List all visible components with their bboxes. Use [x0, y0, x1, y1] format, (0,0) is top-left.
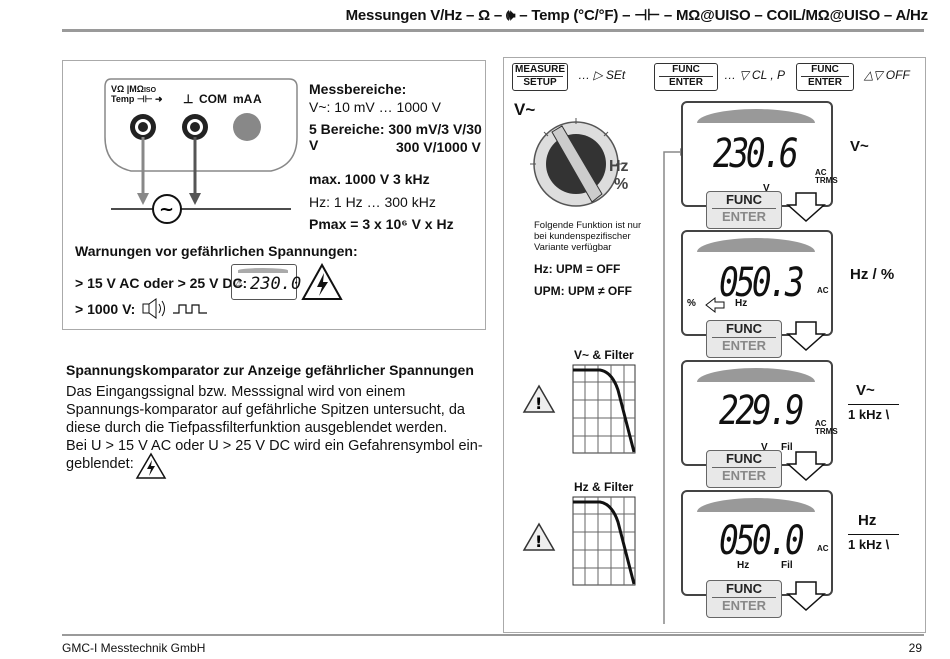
- footer-page-number: 29: [908, 641, 922, 655]
- off-hint: △▽ OFF: [864, 68, 910, 82]
- warning-icon-2: !: [522, 522, 556, 551]
- hz-upm-line: Hz: UPM = OFF: [534, 262, 621, 276]
- page-header-title: Messungen V/Hz – Ω – 🕪 – Temp (°C/°F) – …: [345, 7, 929, 24]
- svg-text:!: !: [535, 394, 542, 413]
- footer-rule: [62, 634, 924, 636]
- down-arrow-2: [786, 321, 826, 352]
- ranges-title: Messbereiche:: [309, 81, 407, 97]
- jack-label-a: A: [253, 92, 262, 106]
- ranges-voltage: V~: 10 mV … 1000 V: [309, 99, 441, 115]
- dial-label-pct: %: [614, 176, 629, 193]
- setup-hint: … ▷ SEt: [578, 68, 626, 82]
- danger-voltage-icon-inline: [135, 452, 167, 479]
- warning-1000v: > 1000 V:: [75, 301, 136, 317]
- max-rating: max. 1000 V 3 kHz: [309, 171, 430, 187]
- jack-label-ma: mA: [233, 92, 253, 106]
- filter-v-graph: [572, 364, 636, 454]
- lcd-display-hz-filter: 050.0 Hz Fil AC: [681, 490, 833, 596]
- lcd-value-4: 050.0: [719, 518, 805, 564]
- warning-lcd-box: ⚠ 230.0: [231, 264, 301, 300]
- down-arrow-3: [786, 451, 826, 482]
- lcd-display-hz: 050.3 % Hz AC: [681, 230, 833, 336]
- ranges-five-a: 5 Bereiche: 300 mV/3 V/30 V: [309, 121, 482, 153]
- jack-label-com: COM: [199, 92, 227, 106]
- filter-hz-title: Hz & Filter: [574, 480, 634, 494]
- side-label-1khz-2: 1 kHz \: [848, 534, 900, 552]
- warnings-title: Warnungen vor gefährlichen Spannungen:: [75, 243, 358, 259]
- hz-range: Hz: 1 Hz … 300 kHz: [309, 194, 436, 210]
- jack-label-volt: VΩ |MΩISO Temp ⊣⊢ ➜: [111, 84, 163, 104]
- clp-hint: … ▽ CL , P: [724, 68, 786, 82]
- side-label-hz-pct: Hz / %: [850, 266, 895, 283]
- section-paragraph-2: Bei U > 15 V AC oder U > 25 V DC wird ei…: [66, 438, 483, 472]
- lcd-value-2: 050.3: [719, 260, 805, 306]
- side-label-v: V~: [850, 138, 869, 155]
- section-paragraph-1: Das Eingangssignal bzw. Messsignal wird …: [66, 384, 465, 436]
- side-label-1khz-1: 1 kHz \: [848, 404, 900, 422]
- lcd-value-1: 230.6: [713, 131, 799, 177]
- ranges-five-b: 300 V/1000 V: [396, 139, 481, 155]
- lcd-value-3: 229.9: [719, 388, 805, 434]
- rotary-switch-icon[interactable]: [518, 106, 628, 216]
- header-rule: [62, 29, 924, 32]
- left-arrow-icon: [705, 296, 725, 314]
- svg-text:!: !: [535, 532, 542, 551]
- danger-mini-icon: ⚠: [235, 278, 244, 288]
- down-arrow-4: [786, 581, 826, 612]
- footer-company: GMC-I Messtechnik GmbH: [62, 641, 206, 655]
- warning-icon-1: !: [522, 384, 556, 413]
- dial-label-hz: Hz: [609, 158, 629, 175]
- svg-text:~: ~: [159, 199, 174, 220]
- jack-label-ground: ⊥: [183, 92, 194, 106]
- danger-voltage-icon: [301, 263, 343, 300]
- pmax: Pmax = 3 x 10⁶ V x Hz: [309, 216, 454, 232]
- side-label-v-2: V~: [856, 382, 875, 399]
- beeper-icon: [142, 298, 207, 319]
- filter-hz-graph: [572, 496, 636, 586]
- warning-ac-dc: > 15 V AC oder > 25 V DC:: [75, 275, 248, 291]
- jack-diagram: ~: [104, 78, 298, 224]
- side-label-hz-2: Hz: [858, 512, 877, 529]
- variant-note: Folgende Funktion ist nur bei kundenspez…: [534, 220, 642, 253]
- filter-v-title: V~ & Filter: [574, 348, 634, 362]
- section-title: Spannungskomparator zur Anzeige gefährli…: [66, 362, 474, 378]
- left-info-box: ~ VΩ |MΩISO Temp ⊣⊢ ➜ ⊥ COM mA A Messber…: [62, 60, 486, 330]
- upm-line: UPM: UPM ≠ OFF: [534, 284, 632, 298]
- dial-label-v: V~: [514, 100, 536, 119]
- down-arrow-1: [786, 192, 826, 223]
- warning-lcd-value: 230.0: [250, 274, 302, 294]
